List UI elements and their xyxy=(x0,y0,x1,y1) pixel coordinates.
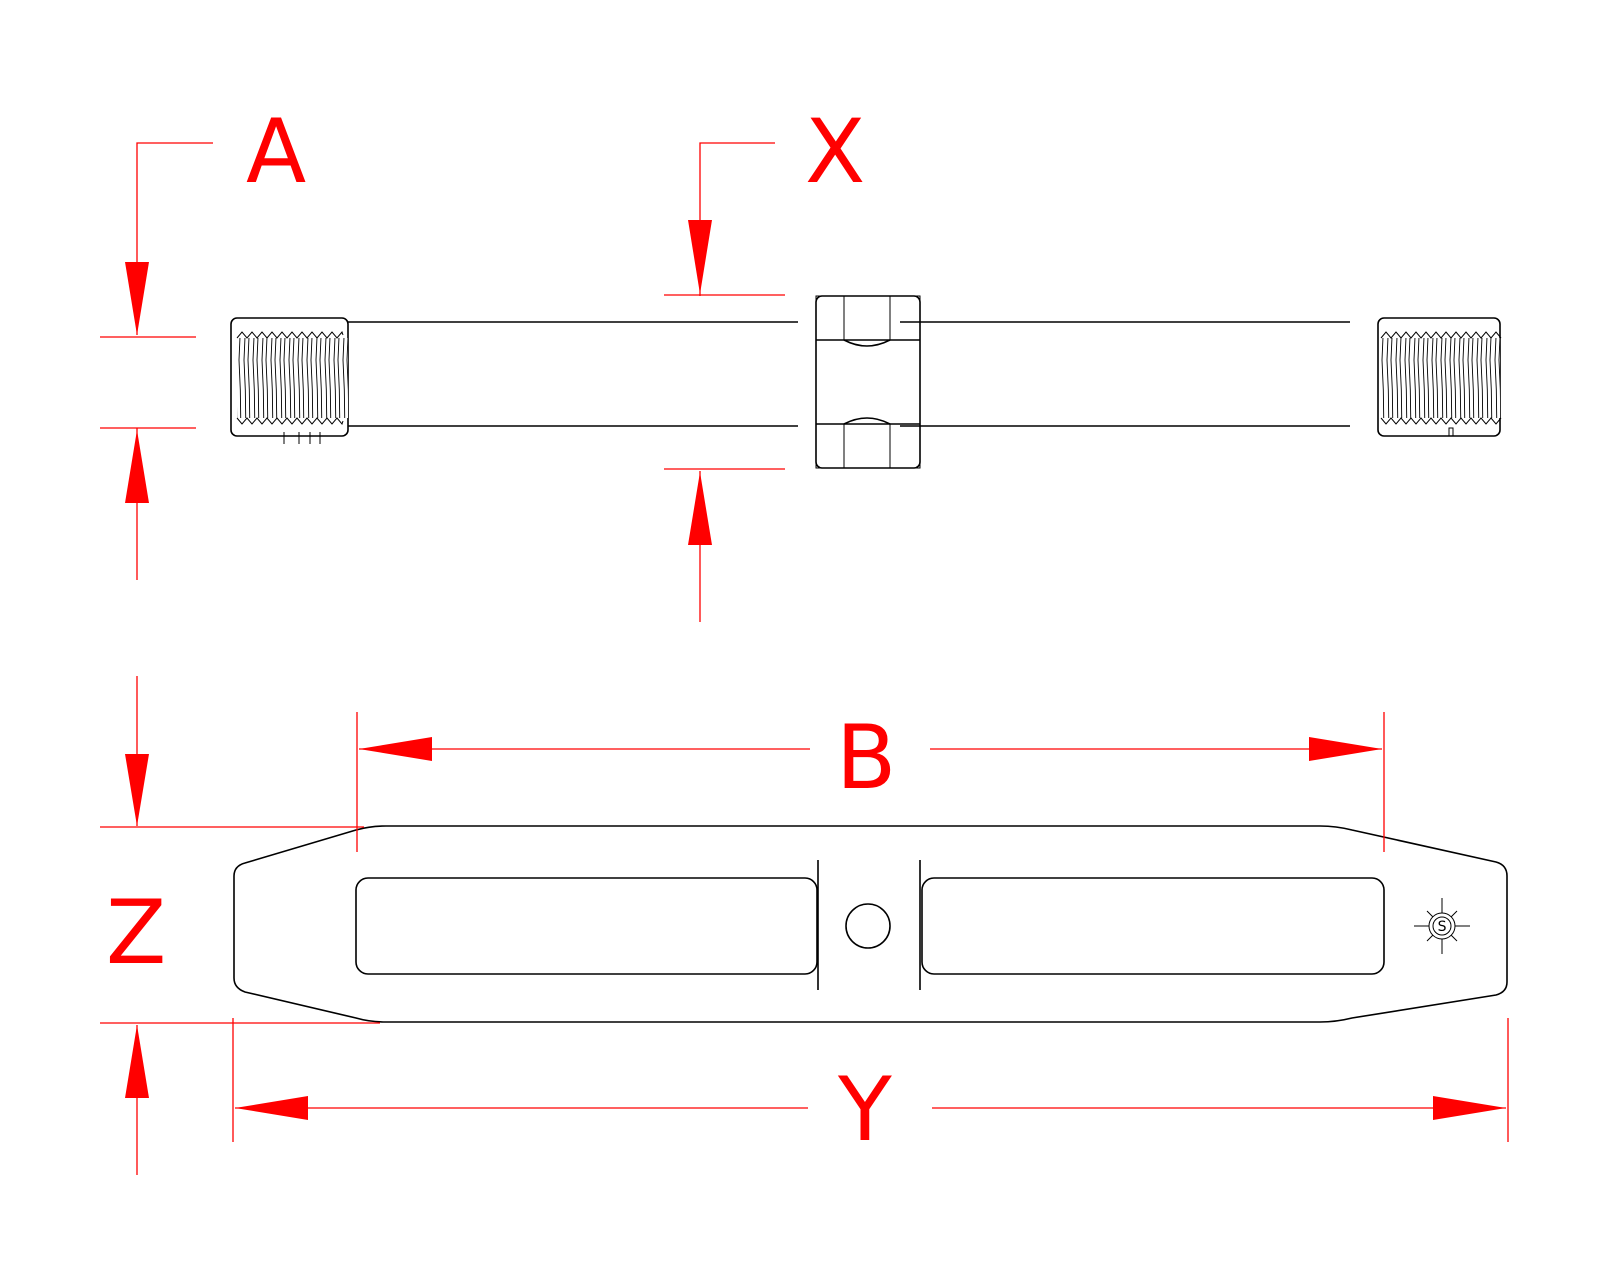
logo-glyph: S xyxy=(1438,919,1447,935)
label-b: B xyxy=(836,706,896,809)
left-threaded-barrel xyxy=(230,317,349,444)
center-hole xyxy=(845,903,891,949)
label-x: X xyxy=(805,100,865,203)
dimension-z: Z xyxy=(100,676,380,1175)
ship-wheel-logo-icon: S xyxy=(1414,898,1470,954)
dimension-y: Y xyxy=(232,1018,1509,1161)
label-z: Z xyxy=(106,881,166,984)
body-outline xyxy=(233,825,1508,1023)
plan-view: S xyxy=(233,825,1508,1023)
label-y: Y xyxy=(837,1058,892,1161)
left-slot xyxy=(355,877,818,975)
section-view xyxy=(230,295,1502,469)
dimension-b: B xyxy=(356,706,1385,852)
center-hub xyxy=(815,295,921,469)
dimension-a: A xyxy=(100,100,306,580)
dimension-x: X xyxy=(664,100,865,622)
right-threaded-barrel xyxy=(1377,317,1502,437)
label-a: A xyxy=(246,100,306,203)
right-slot xyxy=(921,877,1385,975)
